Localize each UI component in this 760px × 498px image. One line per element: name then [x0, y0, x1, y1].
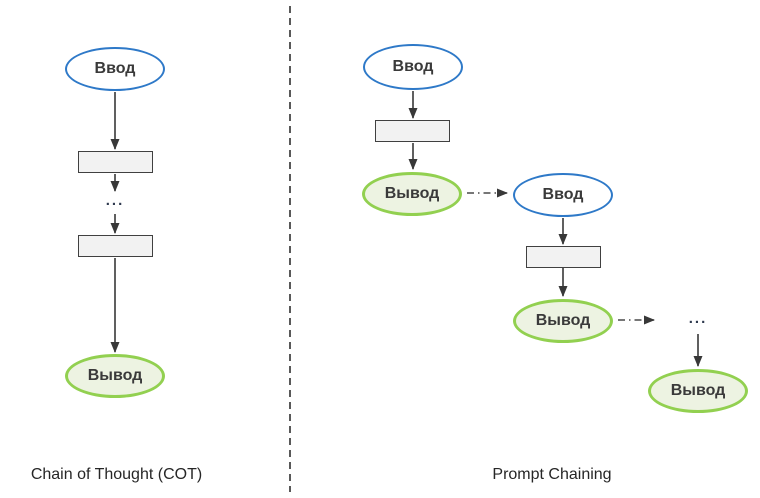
pc-step1-input-label: Ввод	[392, 58, 434, 75]
cot-input-label: Ввод	[94, 60, 136, 77]
pc-final-output-node: Вывод	[648, 369, 748, 413]
cot-ellipsis: ...	[105, 192, 125, 209]
cot-input-node: Ввод	[65, 47, 165, 91]
pc-step1-output-node: Вывод	[362, 172, 462, 216]
pc-step1-output-label: Вывод	[384, 185, 440, 202]
pc-step2-output-node: Вывод	[513, 299, 613, 343]
pc-final-output-label: Вывод	[670, 382, 726, 399]
cot-output-node: Вывод	[65, 354, 165, 398]
pc-step2-input-label: Ввод	[542, 186, 584, 203]
cot-process-box-2	[78, 235, 153, 257]
cot-caption: Chain of Thought (COT)	[30, 466, 203, 483]
cot-output-label: Вывод	[87, 367, 143, 384]
pc-step1-input-node: Ввод	[363, 44, 463, 90]
pc-step2-process-box	[526, 246, 601, 268]
pc-caption: Prompt Chaining	[492, 466, 612, 483]
pc-step2-output-label: Вывод	[535, 312, 591, 329]
pc-step1-process-box	[375, 120, 450, 142]
pc-ellipsis: ...	[688, 310, 708, 327]
pc-step2-input-node: Ввод	[513, 173, 613, 217]
cot-process-box-1	[78, 151, 153, 173]
